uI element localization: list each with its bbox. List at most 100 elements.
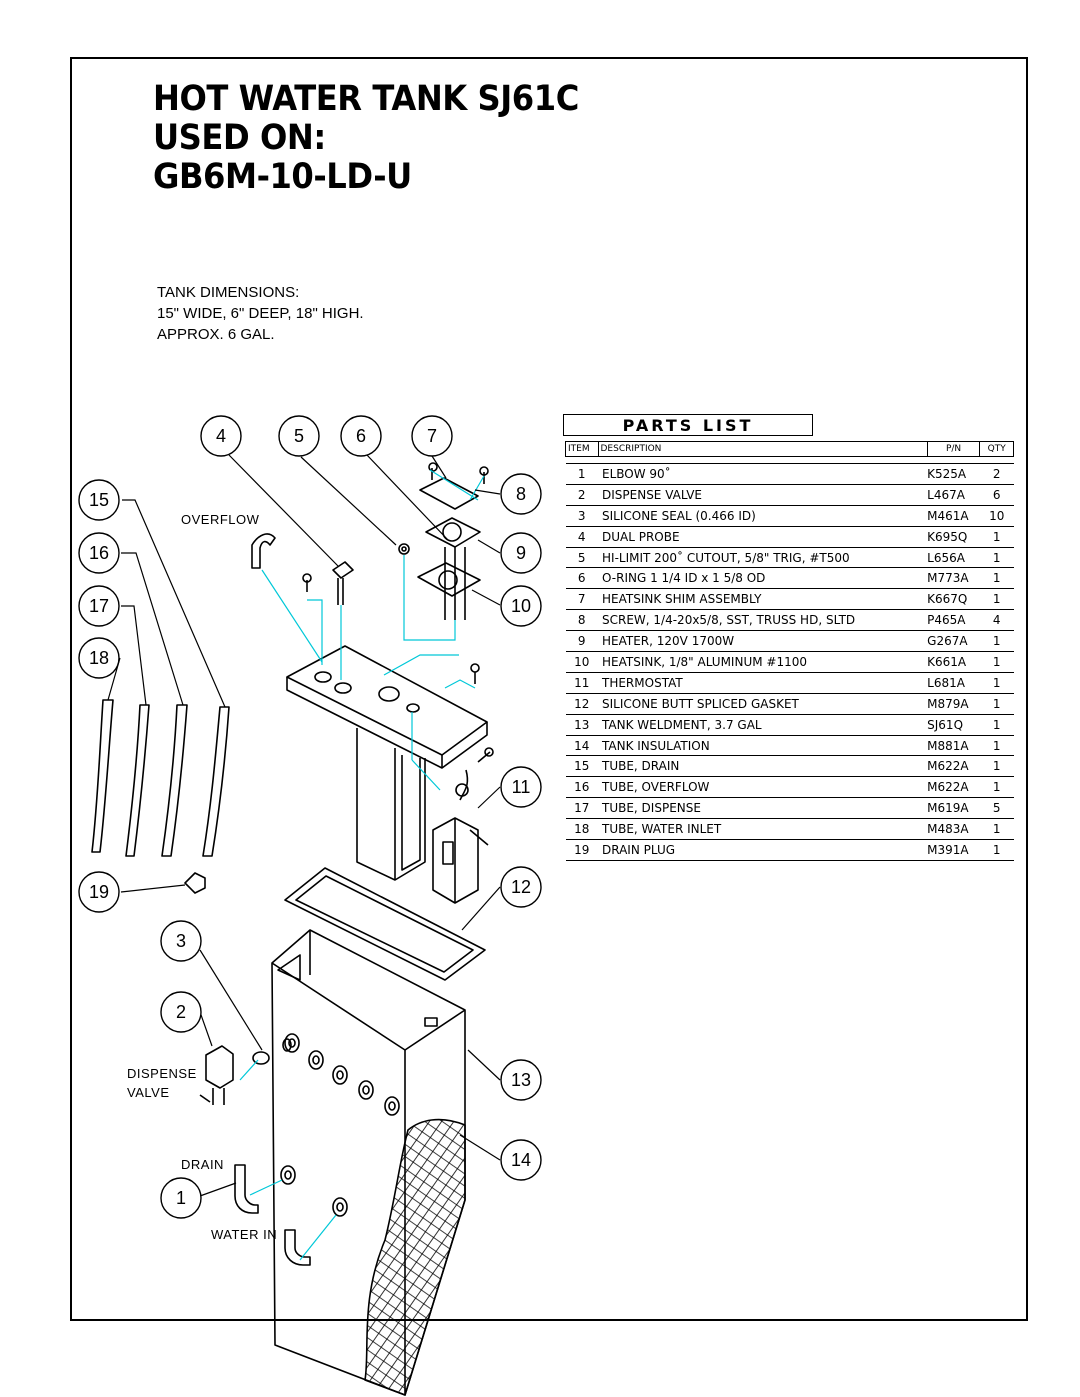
parts-list-item: 11: [565, 672, 598, 694]
parts-list-qty: 1: [979, 672, 1014, 694]
parts-list-item: 2: [565, 484, 598, 506]
water-in-elbow: [284, 1229, 311, 1266]
callout-circle: [500, 766, 542, 808]
label-overflow: OVERFLOW: [181, 512, 260, 527]
parts-list-item: 15: [565, 755, 598, 778]
callout-number: 17: [89, 596, 109, 616]
callout-number: 18: [89, 648, 109, 668]
callout-number: 12: [511, 877, 531, 897]
callout-circle: [78, 585, 120, 627]
parts-list-qty: 1: [979, 818, 1014, 841]
parts-list-qty: 1: [979, 567, 1014, 590]
parts-list-description: O-RING 1 1/4 ID x 1 5/8 OD: [598, 567, 928, 590]
callout-circle: [500, 1139, 542, 1181]
callout-circle: [340, 415, 382, 457]
callout-number: 13: [511, 1070, 531, 1090]
parts-list-title: PARTS LIST: [622, 415, 754, 435]
spacer-cell: [565, 456, 1014, 464]
parts-list-qty: 1: [979, 526, 1014, 548]
callout-number: 15: [89, 490, 109, 510]
column-description: DESCRIPTION: [597, 441, 928, 457]
parts-list-pn: P465A: [927, 609, 980, 632]
callout-circle: [200, 415, 242, 457]
callout-number: 10: [511, 596, 531, 616]
callout-circle: [160, 1177, 202, 1219]
parts-list-description: TUBE, WATER INLET: [598, 818, 928, 841]
dimensions-size: 15" WIDE, 6" DEEP, 18" HIGH.: [157, 305, 364, 322]
parts-list-pn: M461A: [927, 505, 980, 527]
parts-list-item: 16: [565, 776, 598, 799]
parts-list-item: 5: [565, 547, 598, 569]
parts-list-pn: M619A: [927, 797, 980, 820]
title-line-1: HOT WATER TANK SJ61C: [153, 79, 579, 119]
parts-list-qty: 1: [979, 839, 1014, 861]
label-water-in: WATER IN: [211, 1227, 277, 1242]
parts-list-pn: M483A: [927, 818, 980, 841]
parts-list-item: 10: [565, 651, 598, 673]
parts-list-item: 7: [565, 588, 598, 611]
silicone-gasket: [284, 867, 486, 981]
parts-list-description: DUAL PROBE: [598, 526, 928, 548]
parts-list-item: 14: [565, 735, 598, 757]
parts-list-item: 19: [565, 839, 598, 861]
small-parts: [251, 533, 494, 763]
drain-plug: [184, 872, 206, 894]
parts-list-pn: M391A: [927, 839, 980, 861]
column-qty: QTY: [979, 441, 1014, 457]
column-pn: P/N: [926, 441, 981, 457]
parts-list-qty: 1: [979, 693, 1014, 715]
drawing-border: [70, 57, 1028, 1321]
label-dispense: DISPENSE: [127, 1066, 197, 1081]
callout-circle: [78, 479, 120, 521]
parts-list-qty: 2: [979, 463, 1014, 485]
parts-list-heading: PARTS LIST: [563, 414, 813, 436]
parts-list-qty: 1: [979, 755, 1014, 778]
top-plate: [286, 645, 488, 769]
callout-number: 1: [176, 1188, 186, 1208]
parts-list-qty: 1: [979, 651, 1014, 673]
parts-list-description: TANK INSULATION: [598, 735, 928, 757]
parts-list-pn: G267A: [927, 630, 980, 653]
heater-assembly: [417, 462, 489, 620]
parts-list-qty: 6: [979, 484, 1014, 506]
tank-insulation: [364, 1118, 466, 1396]
parts-list-header-row: ITEM DESCRIPTION P/N QTY: [565, 441, 1014, 457]
parts-list-description: HEATER, 120V 1700W: [598, 630, 928, 653]
parts-list-qty: 4: [979, 609, 1014, 632]
parts-list-qty: 5: [979, 797, 1014, 820]
heatsink-column: [356, 728, 426, 881]
parts-list-pn: K661A: [927, 651, 980, 673]
parts-list-pn: M881A: [927, 735, 980, 757]
parts-list-pn: L656A: [927, 547, 980, 569]
parts-list-description: TUBE, DRAIN: [598, 755, 928, 778]
parts-list-description: HI-LIMIT 200˚ CUTOUT, 5/8" TRIG, #T500: [598, 547, 928, 569]
parts-list-qty: 1: [979, 776, 1014, 799]
parts-list-qty: 1: [979, 588, 1014, 611]
assembly-leaders: [239, 469, 485, 1261]
parts-list-item: 13: [565, 714, 598, 736]
callout-number: 3: [176, 931, 186, 951]
callout-number: 8: [516, 484, 526, 504]
parts-list-item: 17: [565, 797, 598, 820]
callout-circle: [500, 1059, 542, 1101]
callout-number: 5: [294, 426, 304, 446]
parts-list-item: 3: [565, 505, 598, 527]
parts-list-description: ELBOW 90˚: [598, 463, 928, 485]
callout-number: 11: [512, 777, 531, 797]
parts-list-pn: M879A: [927, 693, 980, 715]
parts-list-item: 8: [565, 609, 598, 632]
